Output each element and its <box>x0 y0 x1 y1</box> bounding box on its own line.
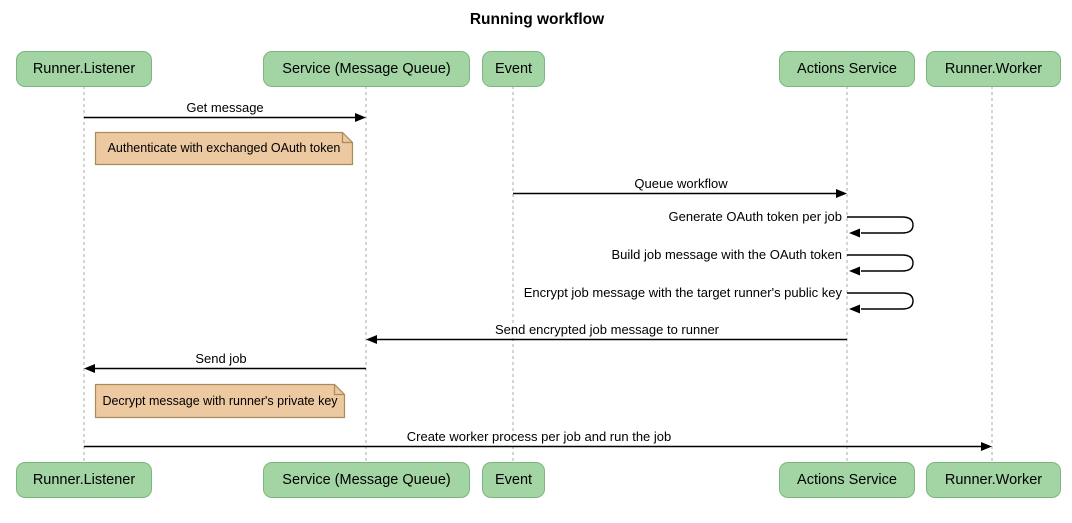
participant-bottom-runner-listener: Runner.Listener <box>16 462 152 498</box>
arrowhead-left <box>366 335 377 344</box>
message-label-send-encrypted-job-message: Send encrypted job message to runner <box>494 322 720 337</box>
participant-top-event: Event <box>482 51 545 87</box>
arrowhead-left <box>84 364 95 373</box>
participant-bottom-actions-service: Actions Service <box>779 462 915 498</box>
arrowhead-left <box>849 304 860 314</box>
self-loop-encrypt-job-message <box>847 292 914 310</box>
arrowhead-right <box>836 189 847 198</box>
message-arrows <box>84 116 983 448</box>
arrowhead-right <box>355 113 366 122</box>
message-label-create-worker-process: Create worker process per job and run th… <box>406 429 672 444</box>
message-label-generate-oauth-token: Generate OAuth token per job <box>668 209 842 224</box>
message-label-queue-workflow: Queue workflow <box>634 176 728 191</box>
note-authenticate-oauth: Authenticate with exchanged OAuth token <box>107 141 341 155</box>
self-loop-generate-oauth-token <box>847 216 914 234</box>
arrowhead-left <box>849 228 860 238</box>
self-loop-build-job-message <box>847 254 914 272</box>
note-shapes <box>94 131 354 419</box>
participant-top-runner-listener: Runner.Listener <box>16 51 152 87</box>
participant-bottom-runner-worker: Runner.Worker <box>926 462 1061 498</box>
note-fold-icon <box>333 384 345 396</box>
note-fold-icon <box>341 132 353 144</box>
note-decrypt-private-key: Decrypt message with runner's private ke… <box>102 393 338 408</box>
participant-bottom-service-message-queue: Service (Message Queue) <box>263 462 470 498</box>
note-shape-decrypt <box>94 383 346 419</box>
message-label-get-message: Get message <box>186 100 264 115</box>
participant-top-actions-service: Actions Service <box>779 51 915 87</box>
message-label-build-job-message: Build job message with the OAuth token <box>611 247 842 262</box>
message-label-encrypt-job-message: Encrypt job message with the target runn… <box>523 285 842 300</box>
participant-top-service-message-queue: Service (Message Queue) <box>263 51 470 87</box>
arrowhead-right <box>981 442 992 451</box>
note-shape-authenticate <box>94 131 354 166</box>
diagram-title: Running workflow <box>469 11 605 28</box>
participant-bottom-event: Event <box>482 462 545 498</box>
participant-top-runner-worker: Runner.Worker <box>926 51 1061 87</box>
arrowheads <box>84 113 992 451</box>
lifelines <box>83 86 993 462</box>
arrowhead-left <box>849 266 860 276</box>
message-label-send-job: Send job <box>195 351 247 366</box>
